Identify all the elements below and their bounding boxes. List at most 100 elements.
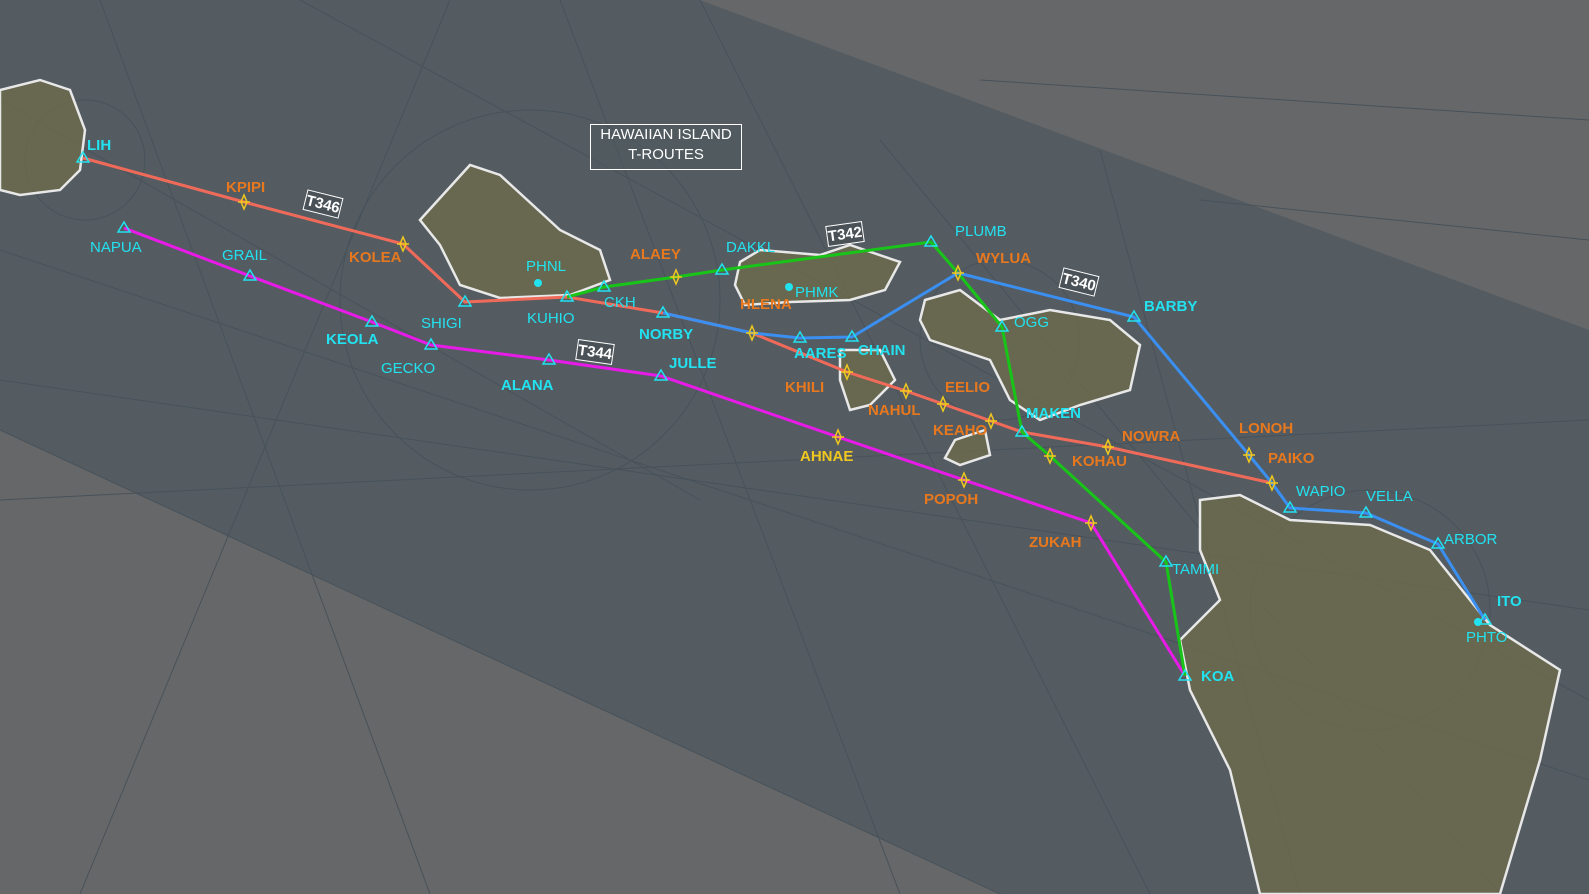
airport-phnl[interactable]: PHNL [526,258,566,287]
airports: PHNL PHMK PHTO [526,258,1507,646]
fix-lih[interactable]: LIH [75,137,111,163]
fix-ogg[interactable]: OGG [994,314,1049,332]
fix-wylua[interactable]: WYLUA [952,250,1031,282]
fix-star-icon [1044,447,1056,465]
fix-kpipi[interactable]: KPIPI [226,179,265,211]
fix-keola[interactable]: KEOLA [326,314,380,348]
fix-label: MAKEN [1026,405,1081,422]
fix-label: KPIPI [226,179,265,196]
airport-phmk[interactable]: PHMK [785,283,838,301]
routes [82,156,1487,677]
fix-kolea[interactable]: KOLEA [349,235,409,266]
fix-chain[interactable]: CHAIN [844,329,906,359]
fix-star-icon [746,324,758,342]
chart-line [79,0,451,894]
fix-triangle-icon [75,150,91,163]
chart-line [1199,199,1589,241]
fix-barby[interactable]: BARBY [1126,298,1197,322]
fix-alaey[interactable]: ALAEY [630,246,682,286]
fix-triangle-icon [1358,505,1374,518]
fix-napua[interactable]: NAPUA [90,220,142,256]
fix-triangle-icon [596,279,612,292]
fix-koa[interactable]: KOA [1177,668,1235,685]
fix-kuhio[interactable]: KUHIO [527,289,575,327]
fix-zukah[interactable]: ZUKAH [1029,514,1097,551]
fix-triangle-icon [457,294,473,307]
fix-aares[interactable]: AARES [792,330,847,362]
fix-triangle-icon [844,329,860,342]
fix-tammi[interactable]: TAMMI [1158,554,1219,578]
fix-julle[interactable]: JULLE [653,355,717,381]
fix-triangle-icon [559,289,575,302]
fix-triangle-icon [1158,554,1174,567]
compass-rose [339,109,721,491]
airport-icon [785,283,793,291]
fix-popoh[interactable]: POPOH [924,471,978,508]
fix-khili[interactable]: KHILI [785,363,853,396]
fix-label: KOHAU [1072,453,1127,470]
fix-triangle-icon [923,234,939,247]
fix-norby[interactable]: NORBY [639,305,693,343]
fix-star-icon [238,193,250,211]
island-molokai [733,243,902,307]
route-t344[interactable] [123,226,1187,677]
fix-label: ITO [1497,593,1522,610]
fix-label: KOA [1201,668,1235,685]
fix-triangle-icon [116,220,132,233]
route-tag-label: T342 [827,224,863,246]
fix-label: LIH [87,137,111,154]
fix-star-icon [985,412,997,430]
route-t340[interactable] [662,271,1487,621]
fix-hlena[interactable]: HLENA [740,296,792,342]
airport-phto[interactable]: PHTO [1466,618,1507,646]
fix-eelio[interactable]: EELIO [937,379,990,413]
fix-paiko[interactable]: PAIKO [1266,450,1315,492]
fix-triangle-icon [1126,309,1142,322]
route-tag-t344: T344 [575,339,615,365]
fix-ahnae[interactable]: AHNAE [800,428,853,465]
fix-ito[interactable]: ITO [1477,593,1522,625]
fix-star-icon [841,363,853,381]
map-title-line2: T-ROUTES [628,146,704,163]
fix-label: GECKO [381,360,435,377]
fix-lonoh[interactable]: LONOH [1239,420,1293,464]
fix-shigi[interactable]: SHIGI [421,294,473,332]
fix-triangle-icon [653,368,669,381]
fix-keaho[interactable]: KEAHO [933,412,997,439]
fix-label: NORBY [639,326,693,343]
fix-label: VELLA [1366,488,1413,505]
fix-gecko[interactable]: GECKO [381,337,439,377]
fix-plumb[interactable]: PLUMB [923,223,1007,247]
fix-vella[interactable]: VELLA [1358,488,1413,518]
chart-line [0,429,1001,894]
fix-star-icon [900,382,912,400]
islands [0,78,1562,894]
fix-label: POPOH [924,491,978,508]
island-maui [918,288,1142,422]
fix-triangle-icon [655,305,671,318]
chart-line [979,79,1589,121]
fix-label: TAMMI [1172,561,1219,578]
fix-label: BARBY [1144,298,1197,315]
fix-nowra[interactable]: NOWRA [1102,428,1180,456]
fix-alana[interactable]: ALANA [501,352,557,394]
island-kauai [0,78,87,197]
fix-label: GRAIL [222,247,267,264]
fix-label: WYLUA [976,250,1031,267]
fix-wapio[interactable]: WAPIO [1282,483,1345,513]
fix-ckh[interactable]: CKH [596,279,636,311]
fix-nahul[interactable]: NAHUL [868,382,921,419]
fix-label: ALAEY [630,246,681,263]
fix-arbor[interactable]: ARBOR [1430,531,1498,549]
fix-star-icon [397,235,409,253]
fix-grail[interactable]: GRAIL [222,247,267,281]
airport-label: PHMK [795,284,838,301]
fix-dakkl[interactable]: DAKKL [714,239,775,275]
fix-maken[interactable]: MAKEN [1014,405,1081,437]
route-t346[interactable] [82,156,1273,485]
fix-star-icon [1266,474,1278,492]
fix-label: LONOH [1239,420,1293,437]
fix-kohau[interactable]: KOHAU [1044,447,1127,470]
